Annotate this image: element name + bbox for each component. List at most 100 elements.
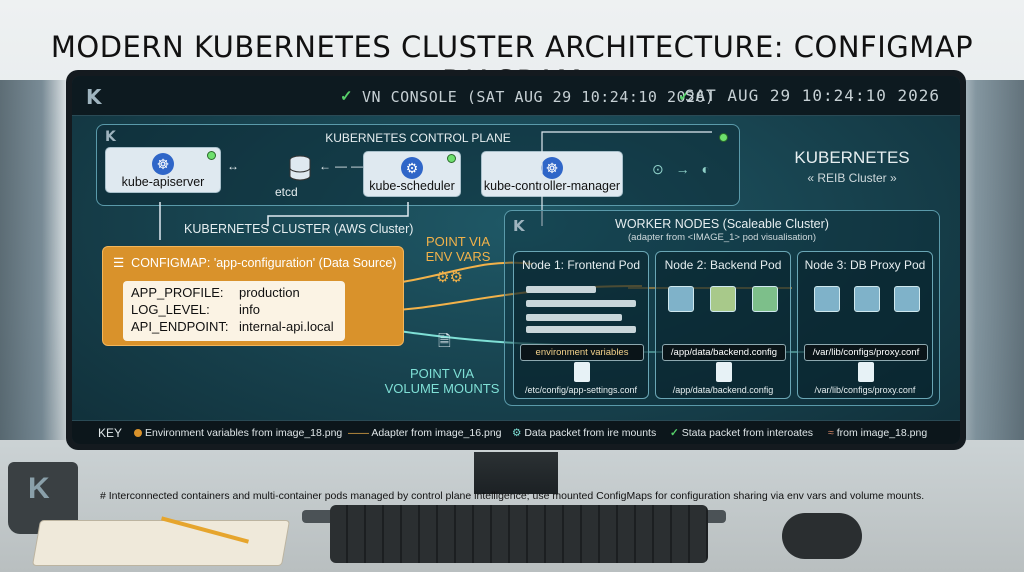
env-line bbox=[526, 286, 596, 293]
kubernetes-logo-icon: K bbox=[28, 472, 50, 505]
check-icon: ✓ bbox=[670, 427, 682, 439]
kube-controller-manager-box[interactable]: ☸ kube-controller-manager bbox=[481, 151, 623, 197]
env-line bbox=[526, 314, 622, 321]
key-item-stata: ✓ Stata packet from interoates bbox=[670, 427, 813, 439]
configmap-panel[interactable]: ☰ CONFIGMAP: 'app-configuration' (Data S… bbox=[102, 246, 404, 346]
component-label: kube-apiserver bbox=[121, 175, 205, 189]
orange-dot-icon bbox=[134, 429, 142, 438]
kubernetes-brand: KUBERNETES « REIB Cluster » bbox=[772, 148, 932, 185]
scheduler-cluster-connector bbox=[267, 202, 409, 226]
configmap-title-text: CONFIGMAP: 'app-configuration' (Data Sou… bbox=[131, 256, 397, 270]
configmap-row: LOG_LEVEL: info bbox=[131, 302, 260, 317]
status-dot bbox=[207, 151, 216, 160]
background-shelf-left bbox=[0, 80, 70, 440]
sync-icons: ⊙ → ◐ bbox=[652, 161, 714, 177]
key-item-data: ⚙ Data packet from ire mounts bbox=[512, 427, 656, 439]
kube-scheduler-box[interactable]: ⚙ kube-scheduler bbox=[363, 151, 461, 197]
node-frontend[interactable]: Node 1: Frontend Pod environment variabl… bbox=[513, 251, 649, 399]
configmap-value: info bbox=[239, 302, 260, 317]
kubernetes-logo-icon: K bbox=[86, 85, 102, 109]
helm-wheel-icon: ☸ bbox=[541, 157, 563, 179]
console-clock: SAT AUG 29 10:24:10 2026 bbox=[684, 86, 940, 105]
container-cube-icon bbox=[710, 286, 736, 312]
configmap-title: ☰ CONFIGMAP: 'app-configuration' (Data S… bbox=[113, 255, 396, 270]
double-arrow-icon: ↔ bbox=[227, 159, 239, 173]
node-title: Node 3: DB Proxy Pod bbox=[804, 258, 926, 272]
page-title: MODERN KUBERNETES CLUSTER ARCHITECTURE: … bbox=[50, 30, 974, 98]
node-backend[interactable]: Node 2: Backend Pod /app/data/backend.co… bbox=[655, 251, 791, 399]
node-tag: environment variables bbox=[520, 344, 644, 361]
workers-title: WORKER NODES (Scaleable Cluster) bbox=[615, 217, 829, 231]
status-dot bbox=[719, 133, 728, 142]
control-plane-label: KUBERNETES CONTROL PLANE bbox=[325, 131, 511, 145]
gears-icon: ⚙⚙ bbox=[436, 269, 463, 286]
component-label: kube-scheduler bbox=[369, 179, 455, 193]
mount-path: /app/data/backend.config bbox=[672, 385, 774, 395]
configmap-row: API_ENDPOINT: internal-api.local bbox=[131, 319, 334, 334]
mouse[interactable] bbox=[782, 513, 862, 559]
etcd-label: etcd bbox=[275, 185, 298, 199]
check-icon: ✓ bbox=[340, 88, 353, 105]
configmap-key: API_ENDPOINT: bbox=[131, 319, 229, 334]
brand-title: KUBERNETES bbox=[794, 148, 910, 167]
packet-icon: ⚙ bbox=[512, 427, 525, 439]
worker-nodes-panel: K WORKER NODES (Scaleable Cluster) (adap… bbox=[504, 210, 940, 406]
note-line: ENV VARS bbox=[425, 249, 491, 264]
note-line: VOLUME MOUNTS bbox=[384, 381, 500, 396]
configmap-data-box: APP_PROFILE: production LOG_LEVEL: info AP… bbox=[123, 281, 345, 341]
node-title: Node 2: Backend Pod bbox=[664, 258, 782, 272]
node-tag: /app/data/backend.config bbox=[662, 344, 786, 361]
caption: # Interconnected containers and multi-co… bbox=[100, 490, 925, 502]
monitor: K ✓ VN CONSOLE (SAT AUG 29 10:24:10 2026… bbox=[66, 70, 966, 450]
configmap-key: APP_PROFILE: bbox=[131, 285, 224, 300]
key-item-adapter: —— Adapter from image_16.png bbox=[348, 427, 502, 439]
node-db-proxy[interactable]: Node 3: DB Proxy Pod /var/lib/configs/pr… bbox=[797, 251, 933, 399]
key-item-text: from image_18.png bbox=[836, 427, 928, 439]
node-title: Node 1: Frontend Pod bbox=[521, 258, 641, 272]
component-label: kube-controller-manager bbox=[483, 179, 621, 193]
config-file-icon bbox=[574, 362, 590, 382]
wave-icon: ≈ bbox=[828, 427, 837, 439]
legend-key-bar: KEY Environment variables from image_18.… bbox=[72, 420, 960, 444]
key-item-text: Data packet from ire mounts bbox=[524, 427, 657, 439]
configmap-row: APP_PROFILE: production bbox=[131, 285, 300, 300]
kube-apiserver-box[interactable]: ☸ kube-apiserver bbox=[105, 147, 221, 193]
mount-path: /etc/config/app-settings.conf bbox=[524, 385, 638, 395]
config-file-icon bbox=[858, 362, 874, 382]
controller-workers-connector bbox=[541, 131, 712, 226]
gear-icon: ⚙ bbox=[401, 157, 423, 179]
container-cube-icon bbox=[668, 286, 694, 312]
console-title: VN CONSOLE (SAT AUG 29 10:24:10 2026) bbox=[362, 88, 715, 106]
volume-mounts-note: POINT VIA VOLUME MOUNTS bbox=[380, 366, 504, 396]
configmap-value: internal-api.local bbox=[239, 319, 334, 334]
container-cube-icon bbox=[814, 286, 840, 312]
key-item-text: Adapter from image_16.png bbox=[371, 427, 502, 439]
document-icon: 🗎 bbox=[438, 333, 451, 350]
line-icon: —— bbox=[348, 427, 372, 439]
control-plane-panel: K KUBERNETES CONTROL PLANE ☸ kube-apiser… bbox=[96, 124, 740, 206]
brand-subtitle: « REIB Cluster » bbox=[807, 171, 897, 185]
env-line bbox=[526, 326, 636, 333]
container-cube-icon bbox=[752, 286, 778, 312]
configmap-value: production bbox=[239, 285, 300, 300]
helm-wheel-icon: ☸ bbox=[152, 153, 174, 175]
notebook bbox=[31, 520, 291, 566]
key-item-text: Stata packet from interoates bbox=[681, 427, 814, 439]
database-icon bbox=[289, 155, 311, 181]
note-line: POINT VIA bbox=[409, 366, 475, 381]
monitor-stand bbox=[474, 452, 558, 494]
env-line bbox=[526, 300, 636, 307]
mount-path: /var/lib/configs/proxy.conf bbox=[814, 385, 916, 395]
key-item-from: ≈ from image_18.png bbox=[828, 427, 927, 439]
kubernetes-logo-icon: K bbox=[105, 129, 116, 145]
key-label: KEY bbox=[98, 426, 123, 440]
keyboard[interactable] bbox=[330, 505, 708, 563]
key-item-env: Environment variables from image_18.png bbox=[134, 427, 342, 439]
cluster-label: KUBERNETES CLUSTER (AWS Cluster) bbox=[184, 222, 414, 236]
container-cube-icon bbox=[854, 286, 880, 312]
configmap-key: LOG_LEVEL: bbox=[131, 302, 210, 317]
check-icon: ✓ bbox=[678, 88, 691, 105]
console-topbar: K ✓ VN CONSOLE (SAT AUG 29 10:24:10 2026… bbox=[72, 76, 960, 116]
list-icon: ☰ bbox=[113, 256, 125, 270]
workers-subtitle: (adapter from <IMAGE_1> pod visualisatio… bbox=[628, 232, 816, 243]
